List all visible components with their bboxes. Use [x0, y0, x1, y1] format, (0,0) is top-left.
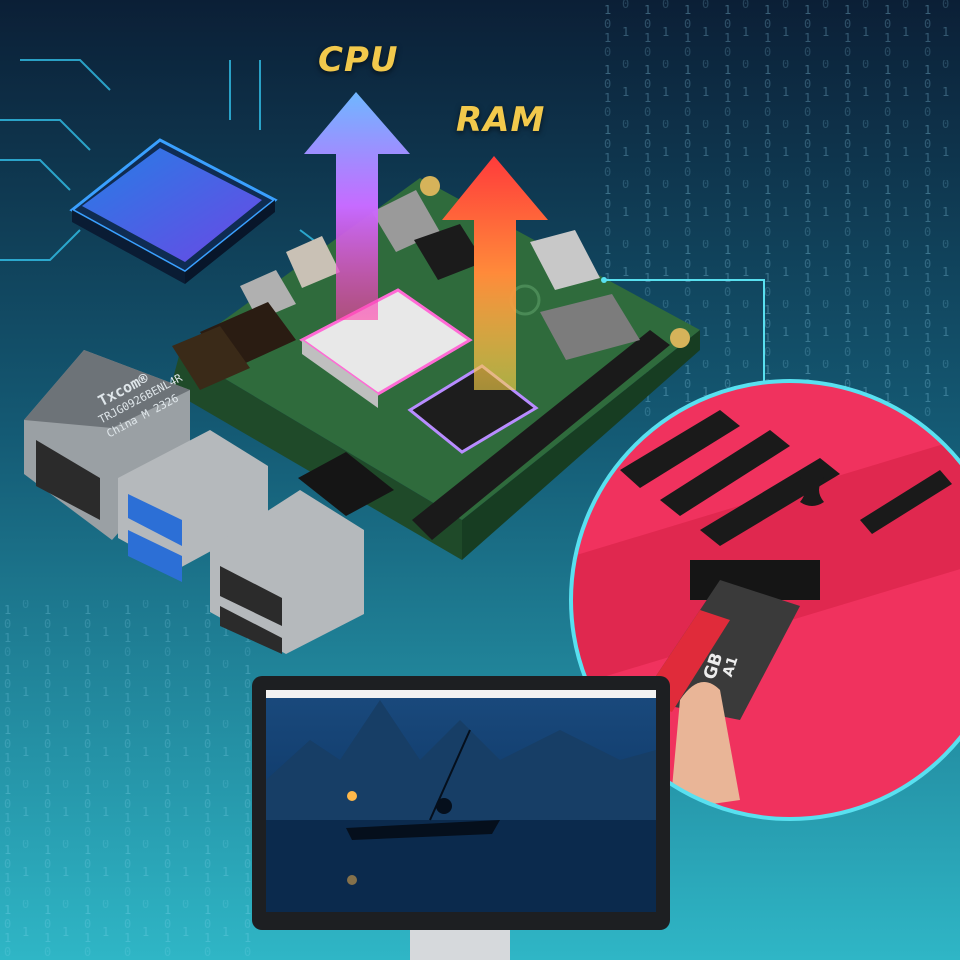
desktop-monitor-icon [252, 676, 670, 960]
callout-line [604, 279, 765, 394]
ram-arrow [442, 156, 548, 390]
usb2-ports [210, 490, 364, 654]
gpio-header [412, 330, 670, 540]
cpu-label: CPU [318, 40, 399, 80]
cpu-arrow [304, 92, 410, 320]
circuit-background [0, 59, 341, 261]
ram-label: RAM [456, 100, 546, 140]
processor-icon [69, 138, 278, 284]
